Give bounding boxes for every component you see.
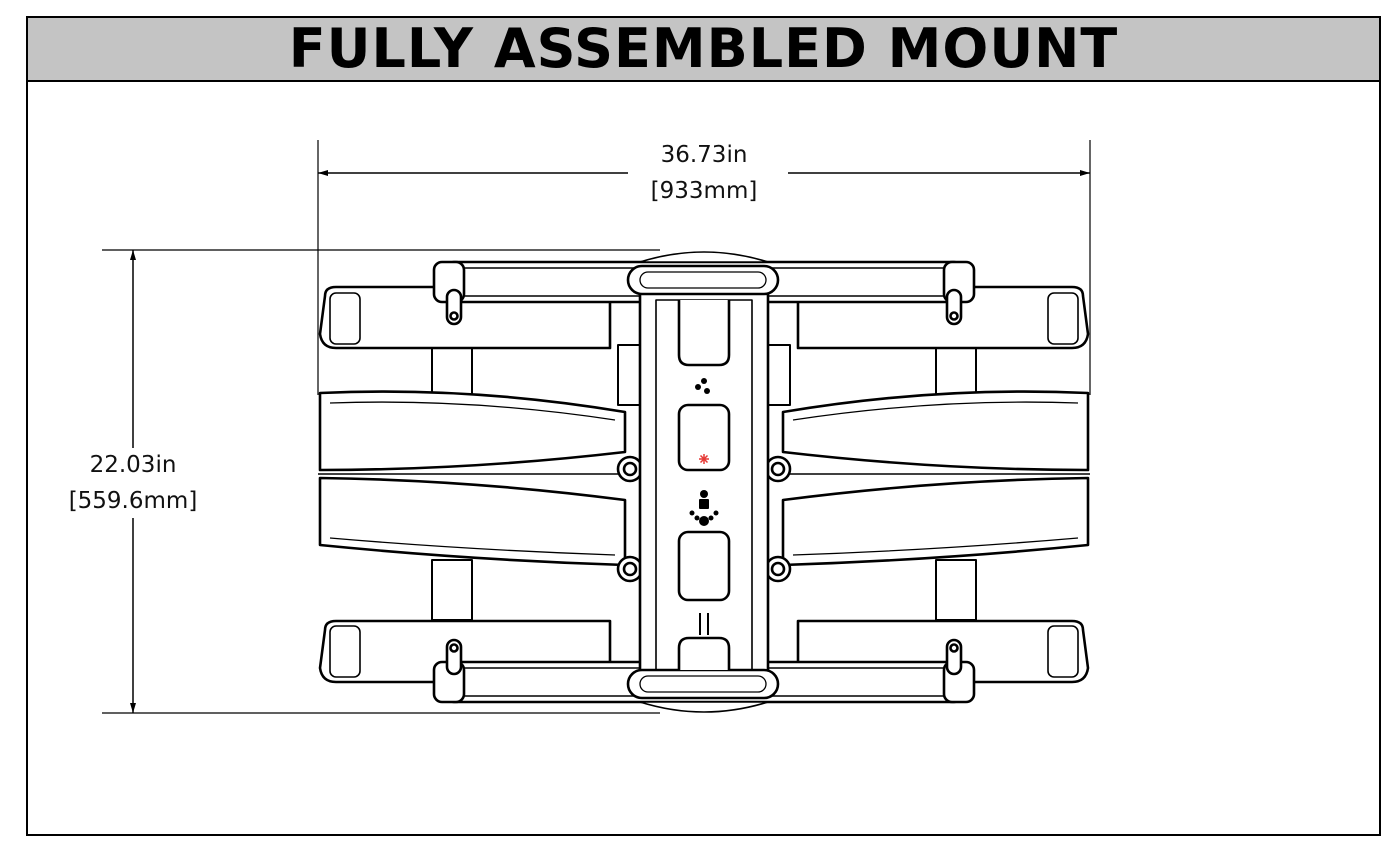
height-inches-label: 22.03in xyxy=(90,452,177,478)
mount-illustration xyxy=(318,251,1090,713)
drawing-frame: FULLY ASSEMBLED MOUNT xyxy=(26,16,1381,836)
page-title: FULLY ASSEMBLED MOUNT xyxy=(288,17,1119,80)
title-bar: FULLY ASSEMBLED MOUNT xyxy=(28,18,1379,82)
support-legs xyxy=(431,344,977,621)
width-mm-label: [933mm] xyxy=(651,178,758,204)
center-plate xyxy=(626,251,780,713)
width-inches-label: 36.73in xyxy=(661,142,748,168)
bottom-rail xyxy=(318,619,1090,704)
height-mm-label: [559.6mm] xyxy=(69,488,198,514)
center-plate-icons xyxy=(689,378,719,526)
dots-icon xyxy=(695,378,710,394)
asterisk-marker-icon xyxy=(699,454,709,464)
pivot-joints xyxy=(616,455,792,583)
upper-arms xyxy=(318,390,1090,472)
lower-arms xyxy=(318,473,1090,567)
width-dimension: 36.73in [933mm] xyxy=(317,140,1091,395)
height-dimension: 22.03in [559.6mm] xyxy=(69,249,660,714)
person-icon xyxy=(689,490,719,526)
